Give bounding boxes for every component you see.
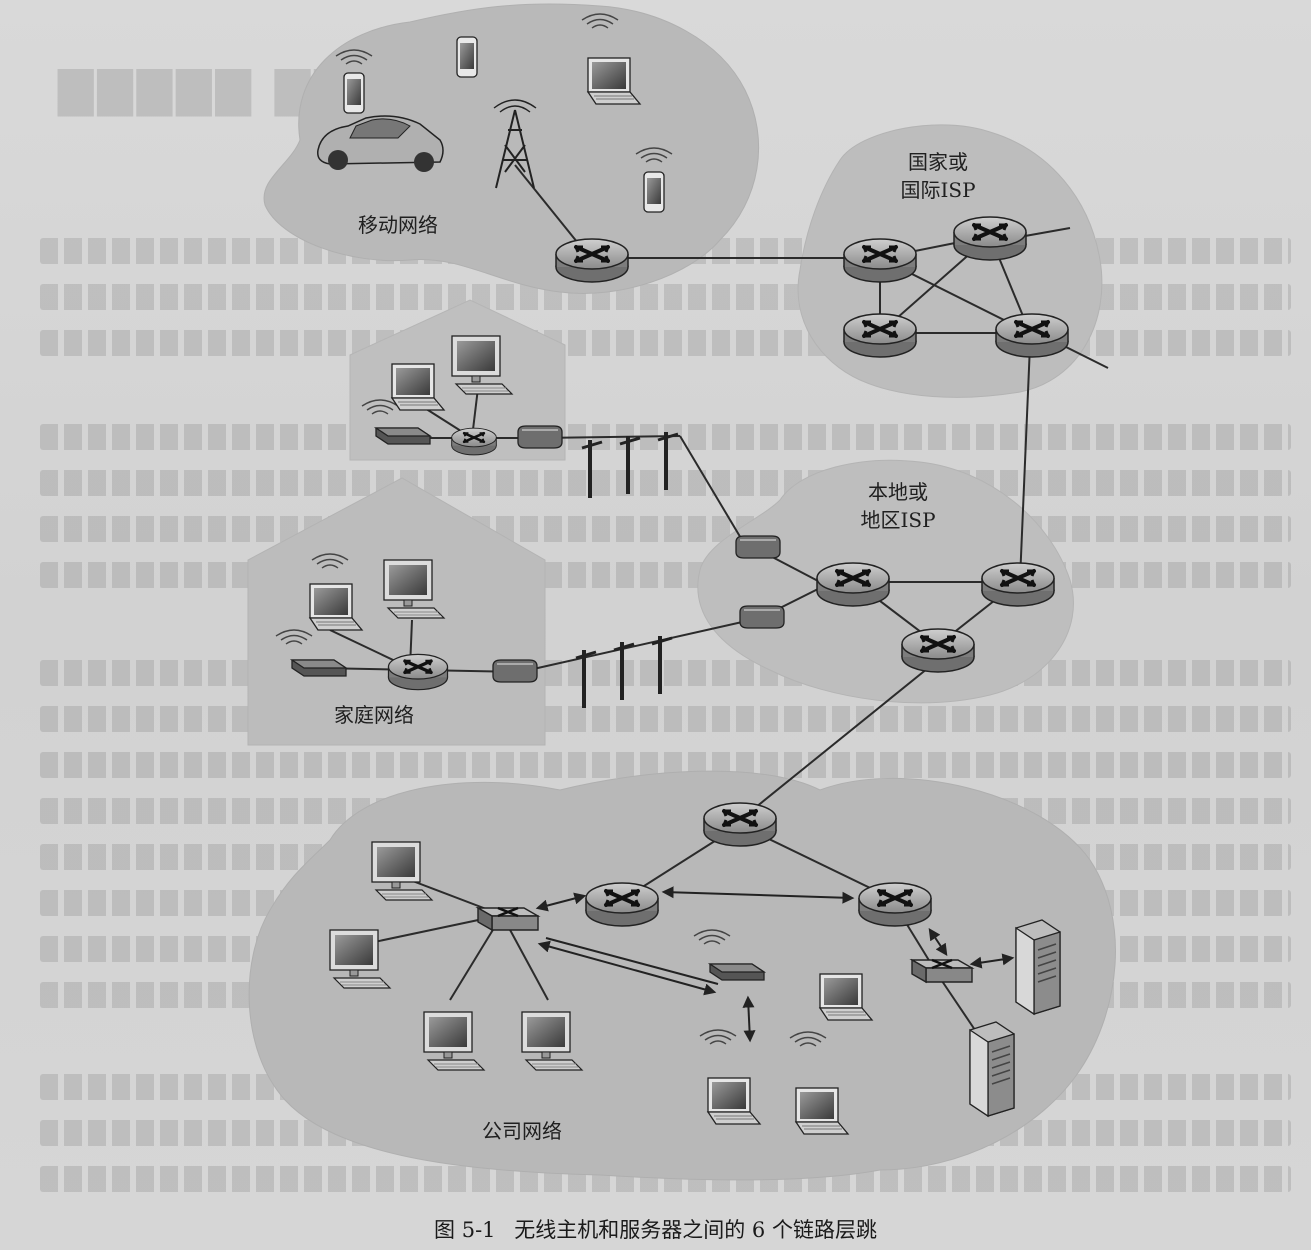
figure-caption-text: 无线主机和服务器之间的 6 个链路层跳	[514, 1218, 877, 1242]
utility-pole-icon	[580, 438, 604, 500]
local-isp-label-line2: 地区ISP	[860, 508, 936, 532]
link	[1061, 344, 1109, 369]
hop-arrow	[537, 940, 717, 996]
link	[939, 977, 976, 1031]
router-icon	[842, 237, 918, 284]
cell-tower-icon	[493, 99, 537, 189]
switch-icon	[910, 958, 974, 984]
local-isp-label: 本地或 地区ISP	[848, 478, 948, 534]
link	[1019, 344, 1031, 581]
server-icon	[1015, 919, 1061, 1015]
national-isp-label-line1: 国家或	[908, 150, 968, 174]
link	[539, 435, 681, 439]
utility-pole-icon	[618, 434, 642, 496]
router-icon	[702, 801, 778, 848]
background-bleed-line	[40, 516, 1291, 542]
hop-arrow	[535, 892, 587, 912]
home-router-icon	[386, 652, 450, 692]
router-icon	[815, 561, 891, 608]
hop-arrow	[661, 886, 855, 904]
national-isp-label-line2: 国际ISP	[900, 178, 976, 202]
smartphone-icon	[456, 36, 478, 78]
figure-caption: 图 5-1 无线主机和服务器之间的 6 个链路层跳	[0, 1214, 1311, 1244]
home-network-label: 家庭网络	[334, 703, 414, 727]
national-isp-label: 国家或 国际ISP	[888, 148, 988, 204]
hop-arrow	[545, 937, 719, 985]
router-icon	[584, 881, 660, 928]
modem-icon	[735, 535, 781, 559]
router-icon	[554, 237, 630, 284]
car-icon	[317, 115, 444, 172]
server-icon	[969, 1021, 1015, 1117]
smartphone-icon	[343, 72, 365, 114]
enterprise-network-cloud	[248, 770, 1116, 1181]
modem-icon	[492, 659, 538, 683]
mobile-network-cloud	[263, 3, 760, 294]
utility-pole-icon	[656, 430, 680, 492]
hop-arrow	[928, 928, 948, 956]
link	[1024, 227, 1071, 237]
access-point-icon	[709, 963, 765, 981]
utility-pole-icon	[650, 634, 674, 696]
link	[679, 435, 746, 546]
router-icon	[900, 627, 976, 674]
router-icon	[980, 561, 1056, 608]
enterprise-network-label: 公司网络	[482, 1119, 562, 1143]
smartphone-icon	[643, 171, 665, 213]
router-icon	[952, 215, 1028, 262]
router-icon	[857, 881, 933, 928]
link	[739, 659, 939, 821]
modem-icon	[739, 605, 785, 629]
switch-icon	[476, 906, 540, 932]
figure-number: 图 5-1	[434, 1218, 496, 1242]
local-isp-label-line1: 本地或	[868, 480, 928, 504]
router-icon	[994, 312, 1070, 359]
home-router-icon	[450, 426, 498, 457]
router-icon	[842, 312, 918, 359]
mobile-network-label: 移动网络	[358, 213, 438, 237]
link	[519, 617, 761, 673]
access-point-icon	[375, 427, 431, 445]
hop-arrows	[535, 886, 1015, 1043]
access-point-icon	[291, 659, 347, 677]
modem-icon	[517, 425, 563, 449]
hop-arrow	[742, 995, 756, 1043]
hop-arrow	[969, 953, 1015, 969]
home-network-1-house	[349, 299, 566, 461]
